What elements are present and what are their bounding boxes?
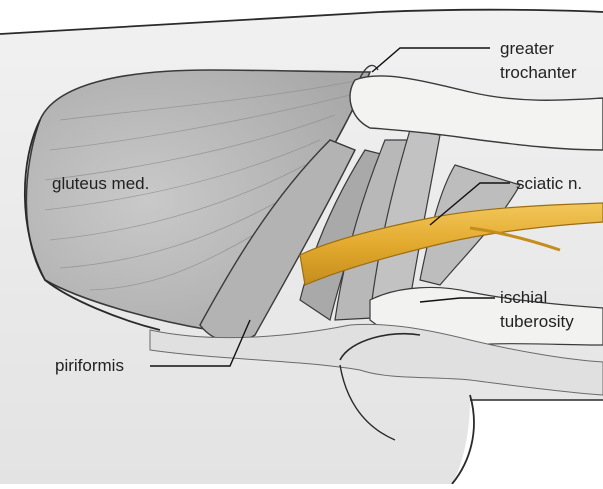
label-gluteus-med: gluteus med. (52, 173, 149, 195)
label-sciatic-n: sciatic n. (516, 173, 582, 195)
label-trochanter: trochanter (500, 62, 577, 83)
label-tuberosity: tuberosity (500, 311, 574, 332)
label-piriformis: piriformis (55, 355, 124, 377)
label-ischial: ischial (500, 287, 547, 308)
label-greater: greater (500, 38, 554, 59)
